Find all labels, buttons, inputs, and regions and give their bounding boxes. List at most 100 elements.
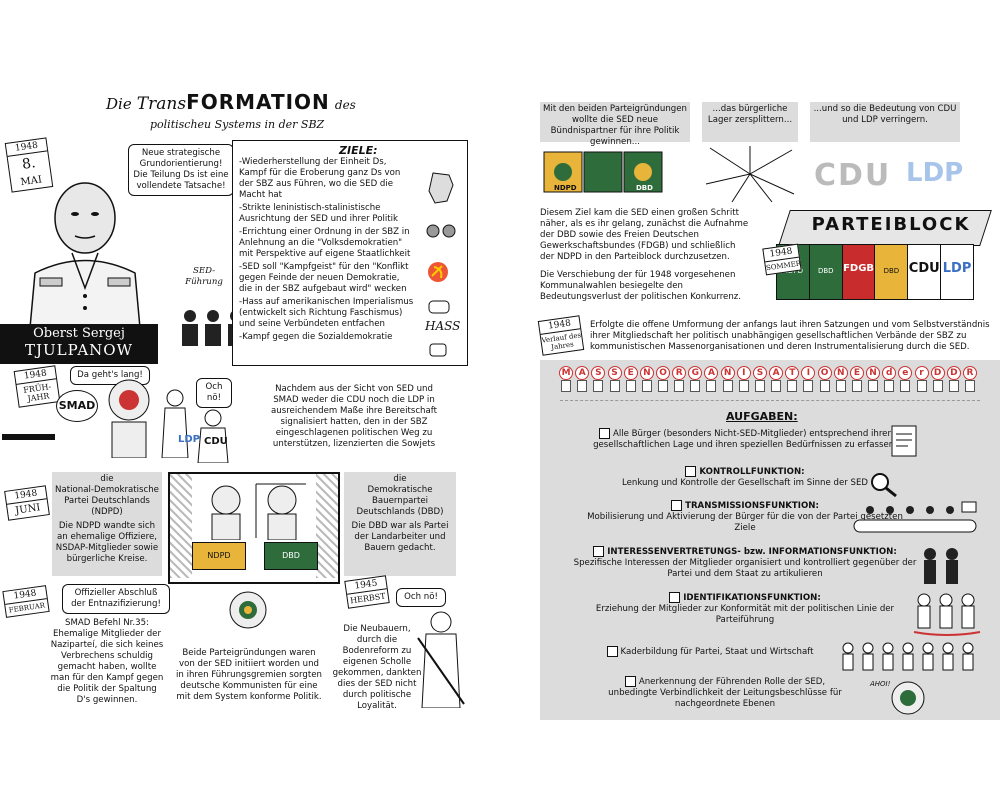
ndpd-description: Die NDPD wandte sich an ehemalige Offizi… xyxy=(55,521,159,564)
speech-bubble-entnazifizierung: Offizieller Abschluß der Entnazifizierun… xyxy=(62,584,170,614)
massen-letter: S xyxy=(595,368,602,378)
massen-letter-figure: S xyxy=(590,366,606,396)
paragraph-lizenzierung: Nachdem aus der Sicht von SED und SMAD w… xyxy=(271,384,437,449)
transmission-belt-icon xyxy=(850,500,980,536)
ziel-item: -Hass auf amerikanischen Imperialismus (… xyxy=(239,297,414,329)
massen-letter-figure: e xyxy=(897,366,913,396)
ziel-item: -Kampf gegen die Sozialdemokratie xyxy=(239,332,393,342)
massen-letter-figure: R xyxy=(671,366,687,396)
ziel-item: -Wiederherstellung der Einheit Ds, Kampf… xyxy=(239,157,401,200)
smad-officer xyxy=(100,378,158,459)
speech-bubble-strategie: Neue strategische Grundorientierung! Die… xyxy=(128,144,234,196)
kader-figure xyxy=(920,642,936,672)
aufgaben-title: AUFGABEN: xyxy=(726,410,798,423)
magnifier-icon xyxy=(868,470,898,498)
massen-letter: D xyxy=(950,368,958,378)
interest-figures-icon xyxy=(918,546,968,586)
massen-letter-figure: r xyxy=(913,366,929,396)
massen-letter-figure: O xyxy=(817,366,833,396)
cdu-label: CDU xyxy=(204,436,228,447)
farmer-figure xyxy=(416,608,466,709)
massen-letter-figure: D xyxy=(930,366,946,396)
tjulpanow-portrait xyxy=(20,178,150,329)
germany-map-icon xyxy=(423,171,459,205)
massen-letter-figure: d xyxy=(881,366,897,396)
panel-zersplittern: ...das bürgerliche Lager zersplittern... xyxy=(702,102,798,142)
massen-letter-figure: S xyxy=(752,366,768,396)
shrink-illustration: CDU LDP xyxy=(810,144,963,204)
massen-letter: A xyxy=(772,368,780,378)
massen-letter: d xyxy=(885,368,893,378)
task-heading: INTERESSENVERTRETUNGS- bzw. INFORMATIONS… xyxy=(607,547,897,557)
task-text: Kaderbildung für Partei, Staat und Wirts… xyxy=(620,647,814,657)
checkbox-icon xyxy=(624,676,636,687)
ahoi-label: AHOI! xyxy=(870,680,891,688)
massen-letter: E xyxy=(627,368,634,378)
task-text: Alle Bürger (besonders Nicht-SED-Mitglie… xyxy=(593,429,897,450)
title-formation: FORMATION xyxy=(186,90,330,114)
calendar-1948-fruehjahr: 1948 FRÜH-JAHR xyxy=(13,365,61,408)
task-item-6: Kaderbildung für Partei, Staat und Wirts… xyxy=(580,646,840,658)
paragraph-umformung: Erfolgte die offene Umformung der anfang… xyxy=(590,320,990,352)
massen-letter-figure: A xyxy=(768,366,784,396)
ziele-heading: ZIELE: xyxy=(339,144,378,157)
checkbox-icon xyxy=(593,546,605,557)
speech-bubble-och-noe-2: Och nö! xyxy=(396,588,446,607)
massen-letter-figure: R xyxy=(962,366,978,396)
block-ldp: LDP xyxy=(941,245,973,299)
massen-letter: O xyxy=(659,368,667,378)
massen-letter: R xyxy=(675,368,683,378)
ldp-label: LDP xyxy=(178,434,201,445)
puzzle-label-ndpd: NDPD xyxy=(554,184,577,192)
checkbox-icon xyxy=(685,466,697,477)
task-heading: KONTROLLFUNKTION: xyxy=(699,467,805,477)
massen-letter: E xyxy=(853,368,860,378)
identification-figures-icon xyxy=(912,592,982,636)
cdu-big-label: CDU xyxy=(814,158,892,193)
kader-figures xyxy=(840,636,990,676)
person-first-name: Oberst Sergej xyxy=(33,326,125,341)
massen-letter-figure: I xyxy=(736,366,752,396)
massen-letter: A xyxy=(708,368,715,378)
massen-letter: N xyxy=(869,368,877,378)
massen-letter-figure: I xyxy=(800,366,816,396)
block-dbd: DBD xyxy=(809,245,843,299)
shattered-glass-icon xyxy=(705,146,795,203)
kader-figure xyxy=(860,642,876,672)
kader-figure xyxy=(880,642,896,672)
calendar-month: FRÜH-JAHR xyxy=(22,382,52,404)
paragraph-parteigruendungen: Beide Parteigründungen waren von der SED… xyxy=(176,648,322,702)
fist-raised-icon xyxy=(427,341,449,359)
checkbox-icon xyxy=(671,500,683,511)
crack-illustration xyxy=(702,144,798,204)
paragraph-parteiblock: Diesem Ziel kam die SED einen großen Sch… xyxy=(540,208,749,262)
two-figures-icon xyxy=(211,483,306,540)
massen-letter-figure: E xyxy=(849,366,865,396)
smad-befehl-text: SMAD Befehl Nr.35: Ehemalige Mitglieder … xyxy=(50,618,164,705)
massen-letter: R xyxy=(966,368,974,378)
task-heading: TRANSMISSIONSFUNKTION: xyxy=(685,501,819,511)
task-text: Mobilisierung und Aktivierung der Bürger… xyxy=(587,512,903,533)
hammer-sickle-icon xyxy=(427,261,449,283)
leaders-portrait-icon xyxy=(425,223,457,245)
massen-letter: I xyxy=(742,368,746,378)
kader-figure xyxy=(840,642,856,672)
massen-letter-figure: N xyxy=(639,366,655,396)
ziele-box: ZIELE: -Wiederherstellung der Einheit Ds… xyxy=(232,140,468,366)
right-page: Mit den beiden Parteigründungen wollte d… xyxy=(537,88,1000,720)
cdu-figure xyxy=(196,408,230,464)
task-text: Anerkennung der Führenden Rolle der SED,… xyxy=(608,677,842,709)
parteiblock-illustration: PARTEIBLOCK NDPD DBD FDGB DBD CDU LDP 19… xyxy=(762,210,1000,310)
tjulpanow-illustration xyxy=(29,182,141,329)
task-item-4: INTERESSENVERTRETUNGS- bzw. INFORMATIONS… xyxy=(570,546,920,580)
massen-letter-figure: N xyxy=(865,366,881,396)
massen-letter: S xyxy=(611,368,618,378)
fist-icon xyxy=(425,297,455,317)
calendar-1948-verlauf: 1948 Verlauf des Jahres xyxy=(537,315,585,356)
massen-letter: T xyxy=(789,368,796,378)
ndpd-die: die xyxy=(100,474,114,484)
ziel-item: -Strikte leninistisch-stalinistische Aus… xyxy=(239,203,399,224)
massen-letter: M xyxy=(561,368,571,378)
